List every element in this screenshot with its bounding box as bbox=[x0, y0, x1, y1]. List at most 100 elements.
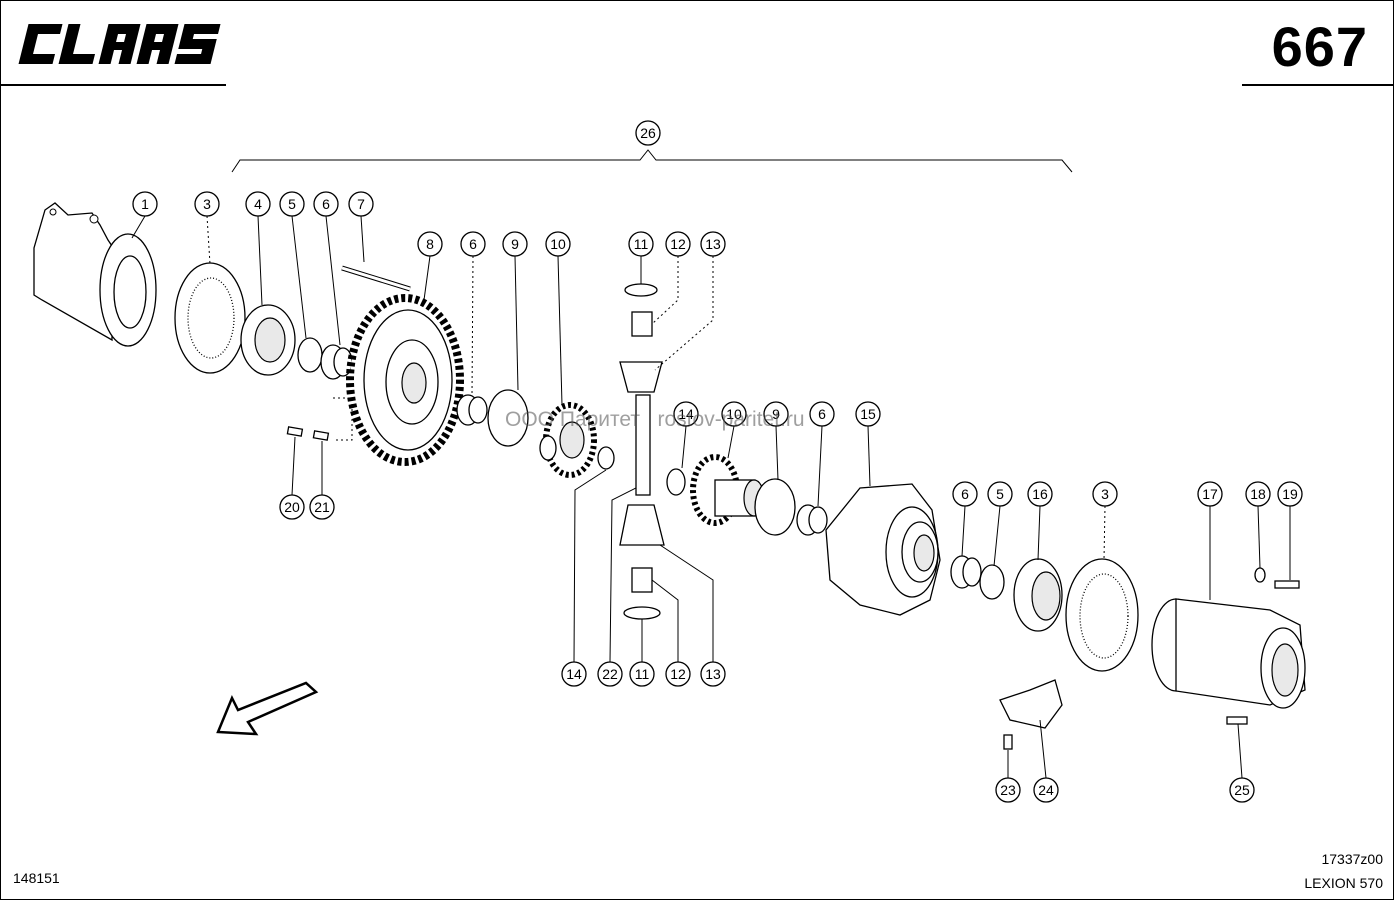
callout-9: 9 bbox=[502, 231, 528, 257]
svg-text:19: 19 bbox=[1282, 486, 1298, 502]
callout-17: 17 bbox=[1197, 481, 1223, 507]
callout-13: 13 bbox=[700, 231, 726, 257]
bolt-25 bbox=[1226, 716, 1248, 725]
thrust-washer-left bbox=[487, 389, 529, 447]
claas-logo bbox=[18, 24, 221, 64]
ring-left bbox=[297, 337, 323, 373]
callout-4: 4 bbox=[245, 191, 271, 217]
callout-3b: 3 bbox=[1092, 481, 1118, 507]
svg-text:16: 16 bbox=[1032, 486, 1048, 502]
left-housing bbox=[33, 202, 157, 347]
svg-text:25: 25 bbox=[1234, 782, 1250, 798]
svg-text:15: 15 bbox=[860, 406, 876, 422]
cross-shaft bbox=[635, 394, 651, 496]
callout-23: 23 bbox=[995, 777, 1021, 803]
svg-text:20: 20 bbox=[284, 499, 300, 515]
pinion-bottom bbox=[619, 504, 665, 546]
ring-right bbox=[979, 564, 1005, 600]
callout-13b: 13 bbox=[700, 661, 726, 687]
leader-lines bbox=[131, 215, 1291, 779]
svg-text:11: 11 bbox=[634, 236, 649, 252]
guard-plate bbox=[999, 679, 1063, 729]
gasket-right bbox=[1065, 558, 1139, 672]
sleeve-center-left bbox=[456, 394, 488, 426]
svg-text:12: 12 bbox=[670, 236, 686, 252]
callout-15: 15 bbox=[855, 401, 881, 427]
thrust-washer-right bbox=[754, 478, 796, 536]
svg-text:23: 23 bbox=[1000, 782, 1016, 798]
svg-text:9: 9 bbox=[511, 236, 519, 252]
callout-20: 20 bbox=[279, 494, 305, 520]
crown-gear bbox=[346, 294, 464, 466]
svg-text:8: 8 bbox=[426, 236, 434, 252]
callout-5b: 5 bbox=[987, 481, 1013, 507]
reference-code: 17337z00 bbox=[1321, 851, 1383, 867]
callout-26: 26 bbox=[635, 120, 661, 146]
callout-21: 21 bbox=[309, 494, 335, 520]
callout-1: 1 bbox=[132, 191, 158, 217]
drawing-number: 148151 bbox=[13, 870, 60, 886]
callout-6: 6 bbox=[313, 191, 339, 217]
callout-22: 22 bbox=[597, 661, 623, 687]
callout-12: 12 bbox=[665, 231, 691, 257]
bushing-bottom bbox=[631, 567, 653, 593]
svg-text:14: 14 bbox=[678, 406, 694, 422]
bolt-long bbox=[341, 265, 411, 292]
bolt-23 bbox=[1003, 734, 1013, 750]
svg-text:10: 10 bbox=[726, 406, 742, 422]
watermark: ООО Паритет rostov-paritet.ru bbox=[505, 408, 805, 431]
assembly-bracket bbox=[231, 149, 1073, 173]
sleeve-left bbox=[320, 344, 353, 380]
sleeve-center-right bbox=[796, 504, 828, 536]
side-gear-left bbox=[539, 402, 597, 478]
callout-3: 3 bbox=[194, 191, 220, 217]
logo-underline bbox=[0, 84, 226, 86]
svg-text:26: 26 bbox=[640, 125, 656, 141]
callout-24: 24 bbox=[1033, 777, 1059, 803]
bushing-top bbox=[631, 311, 653, 337]
callout-11: 11 bbox=[628, 231, 654, 257]
callout-8: 8 bbox=[417, 231, 443, 257]
pin-21 bbox=[312, 430, 330, 441]
callout-7: 7 bbox=[348, 191, 374, 217]
callout-10b: 10 bbox=[721, 401, 747, 427]
svg-text:10: 10 bbox=[550, 236, 566, 252]
callout-10: 10 bbox=[545, 231, 571, 257]
svg-text:6: 6 bbox=[818, 406, 826, 422]
svg-text:5: 5 bbox=[996, 486, 1004, 502]
model-name: LEXION 570 bbox=[1304, 875, 1383, 891]
gasket-left bbox=[174, 262, 246, 374]
svg-text:4: 4 bbox=[254, 196, 262, 212]
callout-25: 25 bbox=[1229, 777, 1255, 803]
svg-text:24: 24 bbox=[1038, 782, 1054, 798]
callout-18: 18 bbox=[1245, 481, 1271, 507]
svg-text:6: 6 bbox=[961, 486, 969, 502]
svg-text:21: 21 bbox=[314, 499, 330, 515]
direction-arrow-icon bbox=[216, 681, 319, 736]
svg-text:17: 17 bbox=[1202, 486, 1218, 502]
callout-19: 19 bbox=[1277, 481, 1303, 507]
svg-text:1: 1 bbox=[141, 196, 149, 212]
svg-text:9: 9 bbox=[772, 406, 780, 422]
callout-11b: 11 bbox=[629, 661, 655, 687]
svg-text:18: 18 bbox=[1250, 486, 1266, 502]
callout-5: 5 bbox=[279, 191, 305, 217]
svg-text:6: 6 bbox=[322, 196, 330, 212]
shim-right bbox=[666, 468, 686, 496]
side-gear-right bbox=[690, 454, 765, 526]
svg-text:11: 11 bbox=[635, 666, 650, 682]
bolt-19 bbox=[1274, 580, 1300, 589]
right-housing bbox=[1151, 598, 1306, 709]
svg-text:5: 5 bbox=[288, 196, 296, 212]
pin-20 bbox=[286, 426, 304, 437]
callout-12b: 12 bbox=[665, 661, 691, 687]
washer-bottom bbox=[623, 606, 661, 620]
svg-text:6: 6 bbox=[469, 236, 477, 252]
svg-text:7: 7 bbox=[357, 196, 365, 212]
sleeve-right bbox=[950, 555, 982, 589]
page-number: 667 bbox=[1271, 15, 1368, 78]
pinion-top bbox=[619, 361, 663, 393]
svg-text:13: 13 bbox=[705, 666, 721, 682]
callout-6b: 6 bbox=[460, 231, 486, 257]
